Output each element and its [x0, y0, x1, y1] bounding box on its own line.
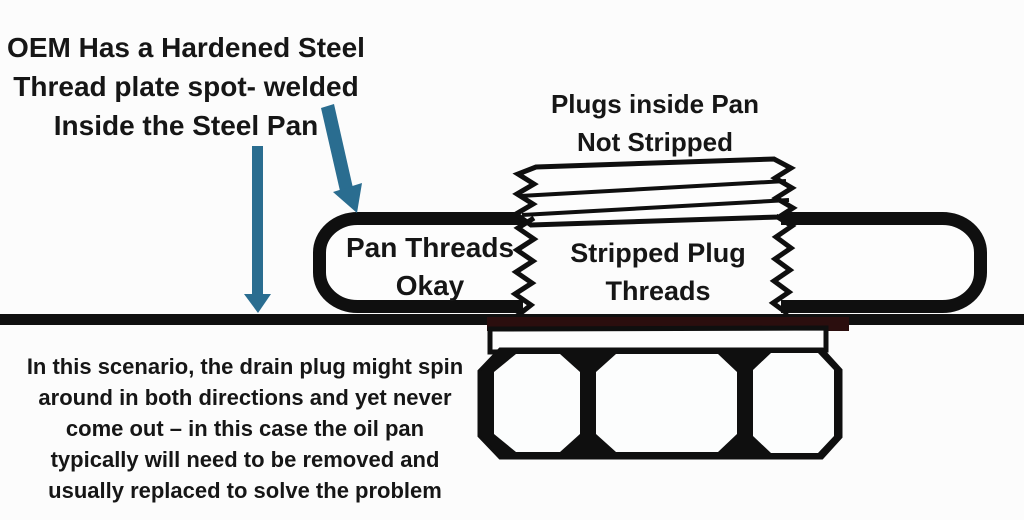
oem-note-line: Thread plate spot- welded — [13, 71, 359, 102]
scenario-line: In this scenario, the drain plug might s… — [26, 354, 464, 379]
plug-note-line: Not Stripped — [577, 127, 733, 157]
stripped-plug-label: Stripped Plug Threads — [540, 234, 776, 310]
stripped-plug-line: Stripped Plug — [570, 238, 746, 268]
oem-note-line: OEM Has a Hardened Steel — [7, 32, 365, 63]
pan-threads-line: Pan Threads — [345, 232, 515, 263]
scenario-note: In this scenario, the drain plug might s… — [4, 351, 486, 506]
plug-upper-threads — [511, 156, 798, 228]
scenario-line: typically will need to be removed and — [50, 447, 440, 472]
plug-body-fill — [523, 210, 781, 314]
scenario-line: around in both directions and yet never — [38, 385, 452, 410]
plug-stripped-edges — [510, 213, 797, 318]
plug-note: Plugs inside Pan Not Stripped — [500, 85, 810, 161]
hex-facet-middle — [596, 354, 737, 452]
down-arrow — [244, 146, 271, 313]
hex-bolt-head — [477, 347, 843, 460]
diagonal-arrow — [321, 104, 362, 213]
scenario-line: usually replaced to solve the problem — [48, 478, 442, 503]
oem-note: OEM Has a Hardened Steel Thread plate sp… — [0, 28, 372, 145]
plug-note-line: Plugs inside Pan — [550, 89, 760, 119]
oem-note-line: Inside the Steel Pan — [53, 110, 319, 141]
pan-threads-line: Okay — [395, 270, 465, 301]
scenario-line: come out – in this case the oil pan — [65, 416, 425, 441]
hex-facet-right — [753, 353, 834, 453]
stripped-plug-line: Threads — [605, 276, 711, 306]
hex-facet-left — [494, 354, 580, 452]
pan-threads-label: Pan Threads Okay — [332, 229, 528, 305]
washer — [487, 325, 829, 355]
